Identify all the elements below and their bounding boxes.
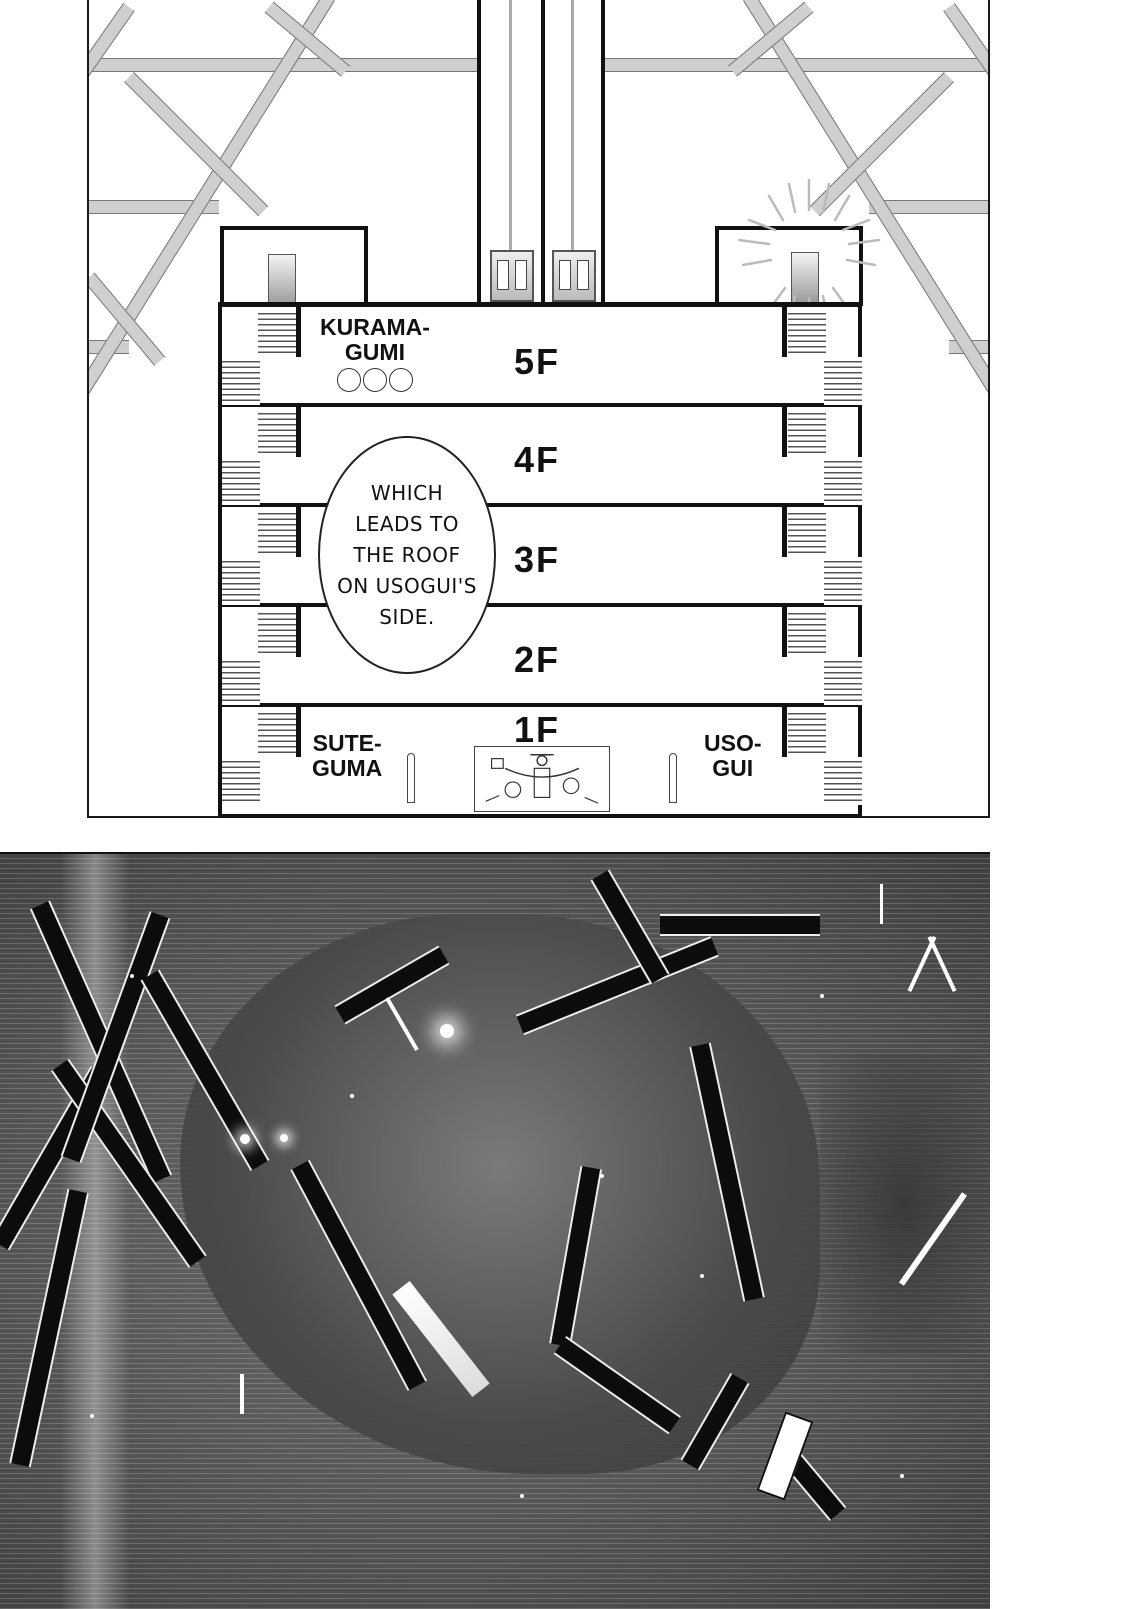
stairs-icon: [788, 509, 826, 557]
speck: [520, 1494, 524, 1498]
stairs-icon: [824, 757, 862, 805]
floor-label: 5F: [514, 341, 561, 382]
floor-4f: 4F: [222, 407, 862, 507]
floor-label: 1F: [514, 709, 561, 750]
speck: [700, 1274, 704, 1278]
stair-wall: [782, 307, 787, 357]
stairs-icon: [788, 609, 826, 657]
stair-wall: [296, 307, 301, 357]
label-line: KURAMA-: [320, 314, 430, 340]
glass-shard: [240, 1374, 244, 1414]
floor-label: 2F: [514, 639, 561, 680]
truss-beam: [869, 200, 988, 214]
stair-wall: [782, 507, 787, 557]
stair-wall: [296, 707, 301, 757]
glass-shard: [927, 935, 957, 993]
stairs-icon: [258, 309, 296, 357]
stair-wall: [296, 407, 301, 457]
bubble-line: ON USOGUI'S: [337, 573, 477, 598]
stairs-icon: [222, 557, 260, 605]
marker-circles-icon: [320, 368, 430, 392]
building-cross-section: 5F KURAMA- GUMI 4F 3F 2F: [218, 302, 862, 818]
elevator-cable: [509, 0, 512, 250]
glass-shard: [880, 884, 883, 924]
label-line: USO-: [704, 730, 762, 756]
label-line: GUI: [712, 755, 754, 781]
floor-1f: 1F SUTE- GUMA USO- GUI: [222, 707, 862, 814]
speck: [600, 1174, 604, 1178]
stair-wall: [782, 407, 787, 457]
elevator-door-left: [490, 250, 534, 302]
stairs-icon: [824, 657, 862, 705]
truss-beam: [943, 2, 988, 208]
stairs-icon: [222, 357, 260, 405]
roof-stairwell-left: [220, 226, 368, 306]
shaft-divider: [541, 0, 545, 302]
elevator-door-right: [552, 250, 596, 302]
label-line: SUTE-: [312, 730, 382, 756]
speech-bubble: WHICH LEADS TO THE ROOF ON USOGUI'S SIDE…: [318, 436, 496, 674]
stairs-icon: [222, 757, 260, 805]
bubble-line: LEADS TO: [355, 511, 459, 536]
stairs-icon: [258, 709, 296, 757]
stair-wall: [782, 607, 787, 657]
label-kurama-gumi: KURAMA- GUMI: [320, 315, 430, 392]
stairs-icon: [788, 709, 826, 757]
figure-suteguma-icon: [407, 753, 415, 803]
stairs-icon: [788, 409, 826, 457]
speck: [350, 1094, 354, 1098]
floor-2f: 2F: [222, 607, 862, 707]
speck: [900, 1474, 904, 1478]
floor-label: 3F: [514, 539, 561, 580]
stairs-icon: [788, 309, 826, 357]
label-line: GUMI: [344, 339, 405, 365]
stairs-icon: [824, 457, 862, 505]
stair-wall: [782, 707, 787, 757]
speck: [820, 994, 824, 998]
stairs-icon: [222, 457, 260, 505]
stairs-icon: [258, 609, 296, 657]
floor-3f: 3F: [222, 507, 862, 607]
sparkle: [280, 1134, 288, 1142]
label-line: GUMA: [312, 755, 383, 781]
elevator-shaft: [477, 0, 605, 302]
floor-label: 4F: [514, 439, 561, 480]
sparkle: [240, 1134, 250, 1144]
panel-shattering-action: [0, 852, 990, 1609]
figure-usogui-icon: [669, 753, 677, 803]
shadow-mass: [820, 1054, 990, 1354]
stairs-icon: [258, 509, 296, 557]
stairs-icon: [222, 657, 260, 705]
elevator-cable: [571, 0, 574, 250]
bubble-line: SIDE.: [379, 604, 435, 629]
speck: [130, 974, 134, 978]
truss-beam: [89, 2, 135, 208]
stair-wall: [296, 607, 301, 657]
stairs-icon: [258, 409, 296, 457]
bubble-line: THE ROOF: [353, 542, 461, 567]
blurred-figure: [180, 914, 820, 1474]
speck: [90, 1414, 94, 1418]
speech-bubble-text: WHICH LEADS TO THE ROOF ON USOGUI'S SIDE…: [337, 478, 477, 633]
referee-table-scene-icon: [474, 746, 610, 812]
sparkle: [440, 1024, 454, 1038]
stairs-icon: [824, 557, 862, 605]
stair-wall: [296, 507, 301, 557]
glass-crack: [660, 914, 820, 936]
floor-5f: 5F KURAMA- GUMI: [222, 307, 862, 407]
bubble-line: WHICH: [370, 480, 444, 505]
label-usogui: USO- GUI: [704, 731, 762, 781]
roof-door-left: [268, 254, 296, 306]
label-suteguma: SUTE- GUMA: [312, 731, 382, 781]
stairs-icon: [824, 357, 862, 405]
